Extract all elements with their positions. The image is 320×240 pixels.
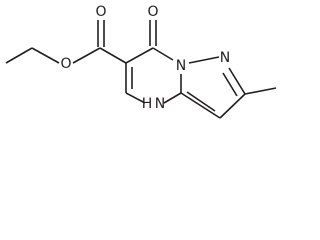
bond-c3-c3a-double <box>186 91 216 112</box>
bond-c2-c3 <box>219 93 246 119</box>
bond-n2-c2 <box>228 67 246 95</box>
bond-n2-c2-double <box>222 72 238 97</box>
bridge-nitrogen-label: N <box>176 58 186 74</box>
bond-c7-n1 <box>152 47 174 61</box>
ketone-oxygen-label: O <box>147 4 158 20</box>
bond-c2-methyl <box>244 87 277 95</box>
bond-c3-c3a <box>180 92 221 119</box>
bond-c3a-n4 <box>163 92 182 104</box>
bond-lines <box>5 20 277 119</box>
chemical-structure-diagram: O O O N N N H <box>5 4 277 119</box>
carbonyl-oxygen-label: O <box>95 4 106 20</box>
bond-carbonyl-c6 <box>99 47 127 64</box>
bond-n4-c5 <box>125 92 146 104</box>
pyrazole-nitrogen-label: N <box>220 50 230 66</box>
bond-n1-n2 <box>188 56 220 64</box>
ester-oxygen-label: O <box>60 56 71 72</box>
bond-c6-c7 <box>125 47 154 64</box>
atom-labels: O O O N N N H <box>60 4 230 112</box>
bond-ethyl-ch3-ch2 <box>5 47 33 64</box>
bond-ethyl-ch2-o <box>31 47 60 64</box>
bond-o-carbonyl-carbon <box>72 47 101 64</box>
amine-hydrogen-label: H <box>142 96 153 112</box>
amine-nitrogen-label: N <box>155 96 165 112</box>
